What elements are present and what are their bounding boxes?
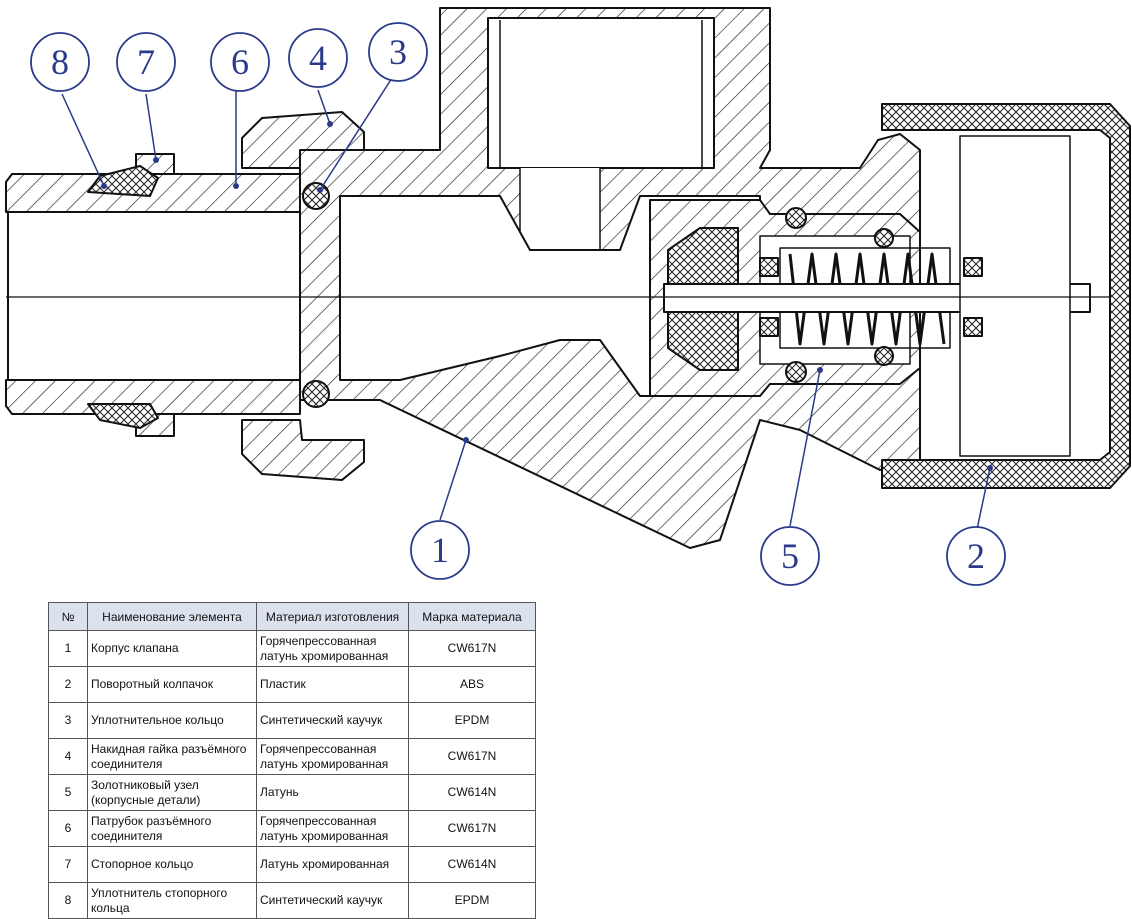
cell-num: 2	[48, 666, 88, 703]
callout-circle-5	[760, 526, 820, 586]
cell-name: Уплотнительное кольцо	[87, 702, 257, 739]
cell-grade: CW617N	[408, 630, 536, 667]
header-material: Материал изготовления	[256, 602, 409, 631]
cell-num: 5	[48, 774, 88, 811]
callout-circle-7	[116, 32, 176, 92]
cell-num: 4	[48, 738, 88, 775]
header-grade: Марка материала	[408, 602, 536, 631]
cell-name: Золотниковый узел (корпусные детали)	[87, 774, 257, 811]
cell-material: Горячепрессованная латунь хромированная	[256, 810, 409, 847]
cell-material: Горячепрессованная латунь хромированная	[256, 630, 409, 667]
table-row: 1 Корпус клапана Горячепрессованная лату…	[48, 630, 536, 667]
outlet-socket	[487, 17, 715, 169]
table-row: 6 Патрубок разъёмного соединителя Горяче…	[48, 810, 536, 847]
callout-label: 1	[431, 530, 449, 570]
cell-material: Пластик	[256, 666, 409, 703]
table-header-row: № Наименование элемента Материал изготов…	[48, 602, 536, 631]
cell-name: Поворотный колпачок	[87, 666, 257, 703]
valve-cross-section: 8 7 6 4 3 1 5 2	[5, 7, 1131, 586]
callout-circle-2	[946, 526, 1006, 586]
callout-circle-3	[368, 22, 428, 82]
o-ring-lower	[302, 380, 330, 408]
cell-name: Патрубок разъёмного соединителя	[87, 810, 257, 847]
header-num: №	[48, 602, 88, 631]
cell-num: 3	[48, 702, 88, 739]
cell-material: Горячепрессованная латунь хромированная	[256, 738, 409, 775]
cell-num: 6	[48, 810, 88, 847]
cell-grade: CW617N	[408, 810, 536, 847]
union-nut-lower	[241, 419, 365, 481]
callout-circle-1	[410, 520, 470, 580]
parts-table: № Наименование элемента Материал изготов…	[48, 602, 536, 919]
callout-label: 3	[389, 32, 407, 72]
header-name: Наименование элемента	[87, 602, 257, 631]
callout-circle-8	[30, 32, 90, 92]
callout-label: 2	[967, 536, 985, 576]
cell-name: Уплотнитель стопорного кольца	[87, 882, 257, 919]
table-row: 5 Золотниковый узел (корпусные детали) Л…	[48, 774, 536, 811]
callout-circle-6	[210, 32, 270, 92]
callout-circle-4	[288, 28, 348, 88]
cell-material: Латунь хромированная	[256, 846, 409, 883]
rotary-cap	[881, 103, 1131, 489]
table-row: 4 Накидная гайка разъёмного соединителя …	[48, 738, 536, 775]
cell-material: Латунь	[256, 774, 409, 811]
cell-grade: CW614N	[408, 846, 536, 883]
cell-num: 1	[48, 630, 88, 667]
callout-label: 7	[137, 42, 155, 82]
table-row: 7 Стопорное кольцо Латунь хромированная …	[48, 846, 536, 883]
cell-grade: EPDM	[408, 702, 536, 739]
callout-label: 8	[51, 42, 69, 82]
cell-name: Накидная гайка разъёмного соединителя	[87, 738, 257, 775]
callout-label: 5	[781, 536, 799, 576]
cell-grade: ABS	[408, 666, 536, 703]
cell-name: Стопорное кольцо	[87, 846, 257, 883]
cell-name: Корпус клапана	[87, 630, 257, 667]
cell-material: Синтетический каучук	[256, 702, 409, 739]
retaining-seal-lower	[87, 403, 159, 429]
callout-label: 6	[231, 42, 249, 82]
cell-num: 8	[48, 882, 88, 919]
table-row: 3 Уплотнительное кольцо Синтетический ка…	[48, 702, 536, 739]
cell-grade: EPDM	[408, 882, 536, 919]
cell-grade: CW617N	[408, 738, 536, 775]
retaining-seal-upper	[87, 165, 159, 197]
cell-grade: CW614N	[408, 774, 536, 811]
callout-label: 4	[309, 38, 327, 78]
cell-num: 7	[48, 846, 88, 883]
table-row: 2 Поворотный колпачок Пластик ABS	[48, 666, 536, 703]
cell-material: Синтетический каучук	[256, 882, 409, 919]
table-row: 8 Уплотнитель стопорного кольца Синтетич…	[48, 882, 536, 919]
o-ring-upper	[302, 182, 330, 210]
